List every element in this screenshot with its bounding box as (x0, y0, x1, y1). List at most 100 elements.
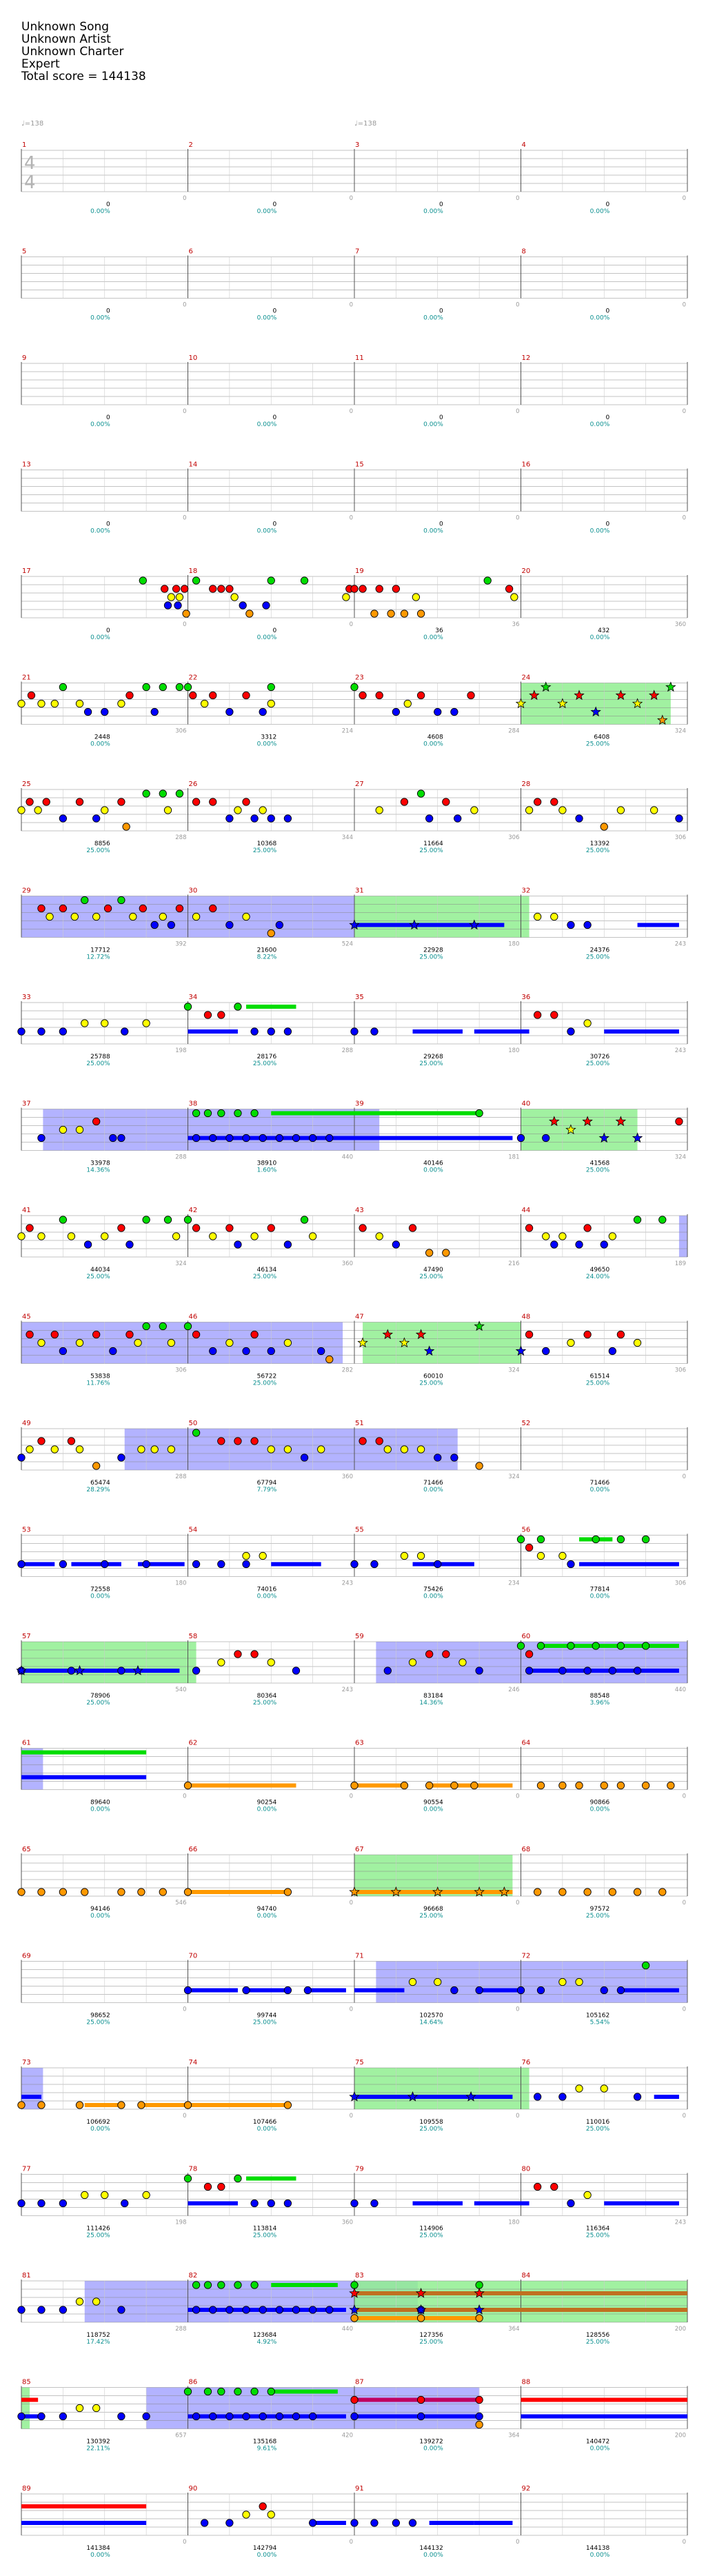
measure-number: 40 (522, 1100, 531, 1108)
note-gem (616, 1986, 625, 1995)
note-gem (92, 1462, 101, 1470)
note-gem (209, 585, 217, 593)
measure-number: 8 (522, 248, 526, 256)
note-gem (239, 601, 247, 610)
note-gem (172, 585, 181, 593)
sustain-bar (188, 1029, 238, 1034)
measure-note-count: 180 (508, 941, 519, 948)
starpower-percent: 25.00% (586, 2233, 610, 2240)
measure-note-count: 243 (342, 1580, 353, 1587)
note-gem (26, 1445, 34, 1453)
note-gem (203, 1011, 212, 1019)
note-gem (542, 1347, 550, 1356)
note-gem (583, 920, 592, 929)
note-gem (283, 2199, 292, 2208)
note-gem (283, 1445, 292, 1453)
note-gem (392, 2519, 401, 2527)
starpower-region (354, 896, 530, 938)
note-gem (250, 1437, 259, 1445)
note-gem (608, 1232, 616, 1240)
note-gem (225, 814, 234, 823)
note-gem (92, 1117, 101, 1126)
measure-number: 50 (189, 1420, 198, 1427)
measure-number: 90 (189, 2485, 198, 2493)
star-note (474, 2304, 485, 2315)
starpower-percent: 0.00% (257, 1593, 277, 1600)
sustain-bar (246, 2176, 296, 2181)
note-gem (458, 1658, 467, 1667)
note-gem (81, 1888, 89, 1896)
note-gem (42, 798, 50, 806)
note-gem (217, 2387, 225, 2396)
measure-number: 16 (522, 461, 531, 469)
measure-number: 38 (189, 1100, 198, 1108)
overdrive-region (678, 1216, 687, 1257)
note-gem (121, 1027, 129, 1036)
measure-number: 67 (355, 1846, 364, 1853)
note-gem (234, 1003, 242, 1011)
star-note (565, 1124, 576, 1135)
note-gem (434, 707, 442, 716)
cumulative-score: 74016 (257, 1587, 277, 1593)
star-note (415, 2304, 427, 2315)
starpower-percent: 25.00% (419, 2233, 443, 2240)
note-gem (225, 707, 234, 716)
note-gem (181, 585, 189, 593)
cumulative-score: 109558 (419, 2119, 443, 2126)
measure-note-count: 364 (508, 2433, 519, 2439)
starpower-percent: 22.11% (86, 2446, 110, 2453)
note-gem (300, 576, 309, 585)
note-gem (150, 1445, 159, 1453)
measure-note-count: 344 (342, 834, 353, 841)
sustain-bar (188, 1136, 513, 1140)
note-gem (17, 1453, 26, 1462)
note-gem (117, 1134, 125, 1143)
measure-number: 69 (22, 1953, 31, 1960)
note-gem (209, 2412, 217, 2421)
note-gem (292, 2412, 301, 2421)
note-gem (308, 1232, 317, 1240)
cumulative-score: 47490 (423, 1267, 443, 1274)
measure-note-count: 200 (675, 2326, 686, 2333)
cumulative-score: 94740 (257, 1906, 277, 1913)
note-gem (536, 1535, 545, 1544)
note-gem (117, 2412, 125, 2421)
note-gem (475, 1462, 483, 1470)
note-gem (59, 1347, 68, 1356)
note-gem (550, 1011, 558, 1019)
note-gem (275, 1134, 283, 1143)
measure-number: 10 (189, 354, 198, 362)
overdrive-region (376, 1961, 687, 2003)
note-gem (183, 1781, 192, 1790)
measure-note-count: 189 (675, 1260, 686, 1267)
starpower-percent: 25.00% (419, 847, 443, 854)
starpower-percent: 25.00% (253, 2233, 277, 2240)
cumulative-score: 105162 (586, 2013, 609, 2020)
note-gem (59, 1125, 68, 1134)
note-gem (59, 1027, 68, 1036)
cumulative-score: 98652 (90, 2013, 110, 2020)
sustain-bar (474, 923, 505, 927)
note-gem (383, 1445, 392, 1453)
note-gem (425, 1249, 434, 1257)
note-gem (167, 1338, 176, 1347)
note-gem (475, 1986, 483, 1995)
note-gem (442, 798, 450, 806)
note-gem (583, 1667, 592, 1675)
measure-note-count: 288 (175, 834, 186, 841)
star-note (529, 690, 540, 701)
star-note (515, 1345, 527, 1356)
note-gem (317, 1347, 325, 1356)
note-gem (342, 593, 350, 601)
note-gem (81, 1019, 89, 1027)
note-gem (350, 2281, 359, 2289)
note-gem (242, 1551, 250, 1560)
note-gem (416, 1551, 425, 1560)
note-gem (359, 1437, 367, 1445)
note-gem (608, 1347, 616, 1356)
note-gem (27, 691, 36, 700)
note-gem (250, 2281, 259, 2289)
cumulative-score: 0 (273, 521, 277, 528)
note-gem (117, 2306, 125, 2314)
measure-number: 63 (355, 1740, 364, 1747)
